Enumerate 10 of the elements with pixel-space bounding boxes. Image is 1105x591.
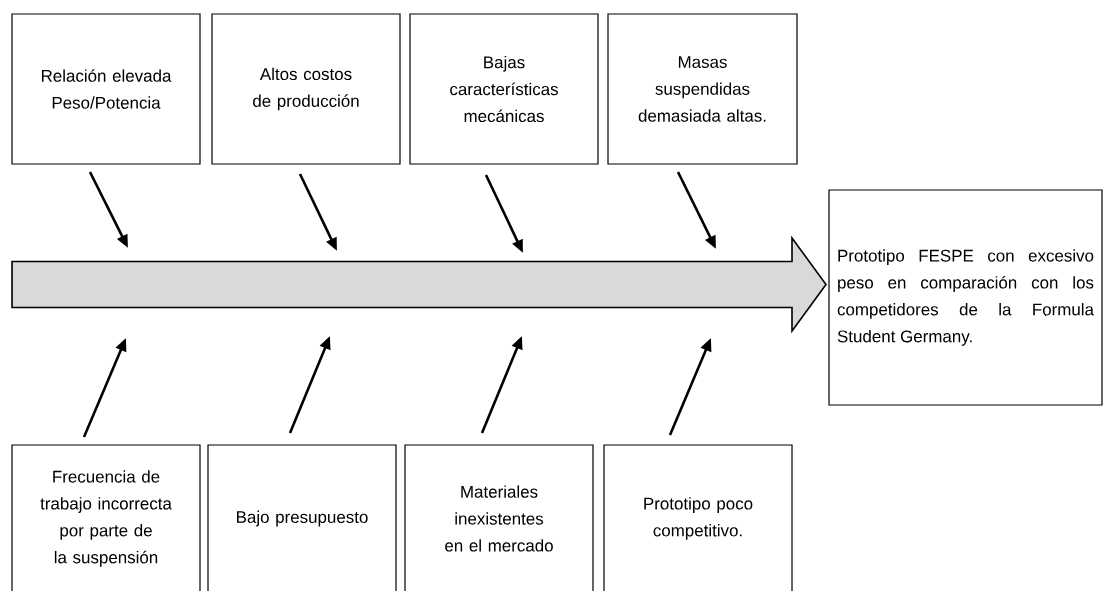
- cause-box: Bajas características mecánicas: [409, 13, 599, 165]
- cause-box: Frecuencia de trabajo incorrecta por parte de la suspensión: [11, 444, 201, 591]
- cause-box: Altos costos de producción: [211, 13, 401, 165]
- cause-box: Bajo presupuesto: [207, 444, 397, 591]
- cause-box: Relación elevada Peso/Potencia: [11, 13, 201, 165]
- cause-box: Prototipo poco competitivo.: [603, 444, 793, 591]
- cause-box: Materiales inexistentes en el mercado: [404, 444, 594, 591]
- spine-arrow: [11, 235, 827, 334]
- cause-box: Masas suspendidas demasiada altas.: [607, 13, 798, 165]
- effect-box: Prototipo FESPE con excesivo peso en comparación con los competidores de la Formula Student Germany.: [828, 189, 1103, 406]
